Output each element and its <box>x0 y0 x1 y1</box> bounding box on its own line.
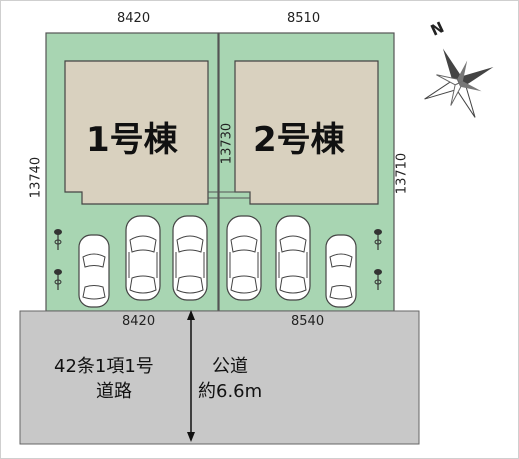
shared-depth: 13730 <box>219 122 235 165</box>
building-2-label: 2号棟 <box>253 120 345 160</box>
lot-1-bottom-width: 8420 <box>122 314 156 329</box>
road-width: 約6.6m <box>198 381 263 402</box>
parking-car-2 <box>172 215 208 301</box>
compass-rose <box>424 48 494 118</box>
building-1-label: 1号棟 <box>86 120 178 160</box>
lot-2-right-depth: 13710 <box>394 152 410 195</box>
road-name: 公道 <box>212 356 248 377</box>
parking-car-3 <box>226 215 262 301</box>
parking-car-1 <box>125 215 161 301</box>
building-1-footprint <box>64 60 209 205</box>
parking-car-small-2 <box>325 234 357 308</box>
public-road <box>19 310 420 445</box>
parking-car-small-1 <box>78 234 110 308</box>
lot-1-top-width: 8420 <box>117 11 151 26</box>
road-type-line1: 42条1項1号 <box>54 356 154 377</box>
lot-1-left-depth: 13740 <box>28 156 44 199</box>
lot-2-bottom-width: 8540 <box>291 314 325 329</box>
lot-2-top-width: 8510 <box>287 11 321 26</box>
road-type-line2: 道路 <box>96 381 132 402</box>
parking-car-4 <box>275 215 311 301</box>
